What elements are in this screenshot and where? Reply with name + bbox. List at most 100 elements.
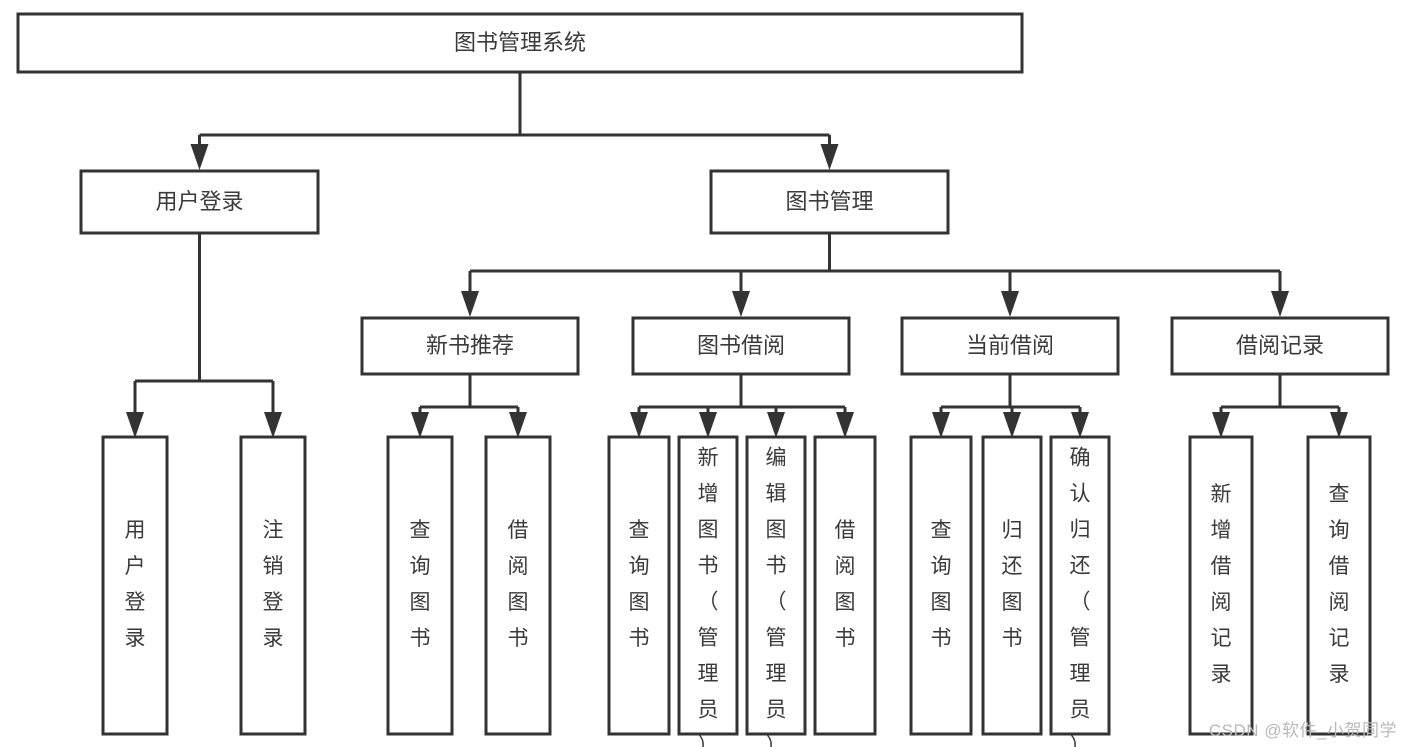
node-leaf-query-record-label-char: 记 — [1329, 627, 1350, 650]
node-leaf-logout-box[interactable] — [239, 435, 307, 736]
node-new-book-recommend-box[interactable] — [360, 316, 580, 376]
node-user-login[interactable]: 用户登录 — [79, 169, 320, 235]
node-leaf-query-book-2-label-char: 图 — [629, 591, 650, 614]
node-leaf-borrow-book-2-label-char: 图 — [835, 591, 856, 614]
node-current-borrow[interactable]: 当前借阅 — [900, 316, 1120, 376]
node-leaf-query-book-1-box[interactable] — [386, 435, 454, 736]
node-user-login-box[interactable] — [79, 169, 320, 235]
node-user-login-label: 用户登录 — [155, 189, 243, 214]
node-new-book-recommend-label: 新书推荐 — [426, 333, 514, 358]
node-leaf-edit-book-label-char: ） — [766, 735, 787, 747]
node-leaf-return-book-label-char: 书 — [1002, 627, 1023, 650]
node-leaf-user-login-label-char: 录 — [125, 627, 146, 650]
node-book-borrow-box[interactable] — [631, 316, 851, 376]
node-root-label: 图书管理系统 — [454, 30, 586, 55]
node-leaf-logout-label-char: 录 — [263, 627, 284, 650]
node-leaf-query-record-label-char: 查 — [1329, 483, 1350, 506]
node-borrow-record[interactable]: 借阅记录 — [1170, 316, 1390, 376]
node-leaf-borrow-book-1-label-char: 书 — [508, 627, 529, 650]
arrow-head-icon — [1071, 412, 1089, 438]
node-leaf-query-book-2-box[interactable] — [607, 435, 671, 736]
node-leaf-add-book-label-char: 增 — [698, 483, 719, 506]
node-leaf-edit-book-label-char: 书 — [766, 555, 787, 578]
node-leaf-user-login-label-char: 登 — [125, 591, 146, 614]
node-root-box[interactable] — [16, 12, 1024, 74]
node-leaf-add-book-box[interactable] — [677, 435, 739, 736]
node-leaf-confirm-return-label-char: （ — [1070, 591, 1091, 614]
node-leaf-borrow-book-2-box[interactable] — [813, 435, 877, 736]
node-leaf-edit-book-label-char: 员 — [766, 699, 787, 722]
node-leaf-edit-book-label-char: （ — [766, 591, 787, 614]
node-leaf-edit-book-label-char: 编 — [766, 447, 787, 470]
node-leaf-add-record-label-char: 借 — [1211, 555, 1232, 578]
node-current-borrow-box[interactable] — [900, 316, 1120, 376]
node-root[interactable]: 图书管理系统 — [16, 12, 1024, 74]
node-leaf-borrow-book-1-label-char: 图 — [508, 591, 529, 614]
node-leaf-query-book-3-label-char: 图 — [931, 591, 952, 614]
arrow-head-icon — [190, 144, 209, 170]
node-borrow-record-box[interactable] — [1170, 316, 1390, 376]
arrow-head-icon — [1003, 412, 1021, 438]
arrow-head-icon — [1001, 291, 1019, 317]
node-leaf-confirm-return-label-char: 员 — [1070, 699, 1091, 722]
arrow-head-icon — [932, 412, 950, 438]
node-book-manage-box[interactable] — [709, 169, 950, 235]
node-leaf-logout-label-char: 注 — [263, 519, 284, 542]
arrow-head-icon — [126, 412, 144, 438]
node-leaf-user-login-label-char: 户 — [125, 555, 146, 578]
node-leaf-add-book-label-char: 图 — [698, 519, 719, 542]
node-book-manage[interactable]: 图书管理 — [709, 169, 950, 235]
node-leaf-edit-book-label-char: 理 — [766, 663, 787, 686]
node-leaf-query-record-label-char: 录 — [1329, 663, 1350, 686]
node-leaf-edit-book-label-char: 辑 — [766, 483, 787, 506]
node-leaf-edit-book-box[interactable] — [745, 435, 807, 736]
node-book-borrow[interactable]: 图书借阅 — [631, 316, 851, 376]
node-leaf-return-book-label-char: 图 — [1002, 591, 1023, 614]
node-leaf-return-book-box[interactable] — [981, 435, 1043, 736]
node-leaf-user-login[interactable]: 用户登录 — [101, 435, 169, 736]
node-leaf-borrow-book-2-label-char: 书 — [835, 627, 856, 650]
node-leaf-query-book-3-label-char: 书 — [931, 627, 952, 650]
node-leaf-borrow-book-1-box[interactable] — [484, 435, 552, 736]
arrow-head-icon — [509, 412, 527, 438]
node-leaf-add-book-label-char: ） — [698, 735, 719, 747]
node-leaf-add-book-label-char: 管 — [698, 627, 719, 650]
arrow-head-icon — [1330, 412, 1348, 438]
arrow-head-icon — [411, 412, 429, 438]
arrow-head-icon — [732, 291, 750, 317]
node-leaf-add-book-label-char: （ — [698, 591, 719, 614]
arrow-head-icon — [1212, 412, 1230, 438]
arrow-head-icon — [767, 412, 785, 438]
node-leaf-add-record-box[interactable] — [1188, 435, 1254, 736]
node-leaf-user-login-label-char: 用 — [125, 519, 146, 542]
node-leaf-query-record-label-char: 阅 — [1329, 591, 1350, 614]
node-leaf-confirm-return-label-char: 认 — [1070, 483, 1091, 506]
arrow-head-icon — [630, 412, 648, 438]
node-leaf-edit-book-label-char: 管 — [766, 627, 787, 650]
arrow-head-icon — [264, 412, 282, 438]
node-leaf-user-login-box[interactable] — [101, 435, 169, 736]
node-leaf-confirm-return-label-char: 确 — [1070, 447, 1091, 470]
node-leaf-borrow-book-2-label-char: 借 — [835, 519, 856, 542]
node-leaf-query-record-box[interactable] — [1306, 435, 1372, 736]
node-leaf-confirm-return-label-char: 归 — [1070, 519, 1091, 542]
node-leaf-confirm-return-box[interactable] — [1049, 435, 1111, 736]
node-new-book-recommend[interactable]: 新书推荐 — [360, 316, 580, 376]
node-leaf-query-book-2-label-char: 书 — [629, 627, 650, 650]
node-leaf-query-book-3-box[interactable] — [909, 435, 973, 736]
node-leaf-add-book-label-char: 理 — [698, 663, 719, 686]
